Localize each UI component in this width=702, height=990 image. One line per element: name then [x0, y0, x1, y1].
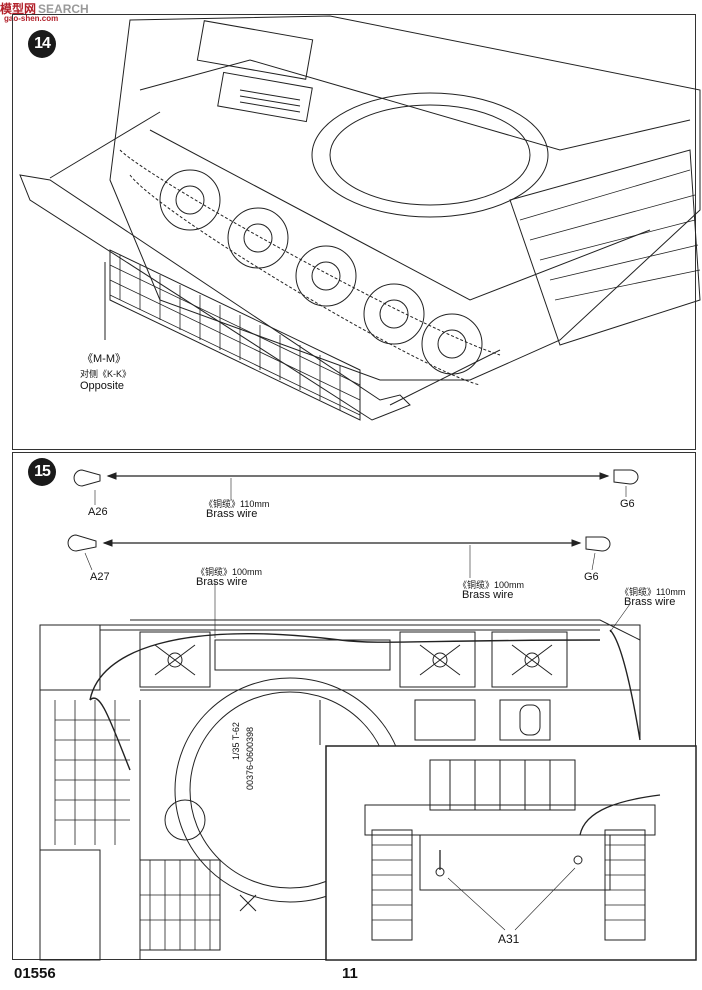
wire2-label-cn: 《铜缆》100mm	[196, 567, 263, 577]
brass-wire-100mm	[67, 534, 611, 571]
left-fender-part	[19, 174, 411, 421]
inset-rear-view	[364, 759, 661, 941]
hull-stencil-1: 1/35 T-62	[231, 722, 241, 760]
watermark-brand-en: SEARCH	[38, 2, 89, 16]
step15-badge: 15	[28, 458, 56, 486]
kit-number: 01556	[14, 965, 56, 982]
hull-top-view	[39, 545, 641, 961]
opposite-label-cn: 对侧《K-K》	[80, 369, 132, 379]
road-wheels	[159, 169, 483, 375]
part-label-m-m: 《M-M》	[82, 353, 126, 365]
inset-part-a31: A31	[498, 932, 520, 946]
leader-line-3	[389, 349, 501, 406]
leader-line-1	[49, 111, 161, 179]
mid-wire-label-cn: 《铜缆》100mm	[458, 580, 525, 590]
hull-outline	[109, 15, 701, 381]
wire2-label-en: Brass wire	[196, 576, 248, 588]
part-a27: A27	[90, 571, 110, 583]
inset-frame	[325, 745, 697, 961]
mid-wire-label-en: Brass wire	[462, 589, 514, 601]
part-g6-bottom: G6	[584, 571, 599, 583]
hull-stencil-2: 00376-0600398	[245, 726, 255, 790]
opposite-label-en: Opposite	[80, 380, 125, 392]
right-wire-label-en: Brass wire	[624, 596, 676, 608]
page-number: 11	[342, 965, 358, 982]
turret-ring	[311, 92, 549, 218]
step14-badge: 14	[28, 30, 56, 58]
part-g6-top: G6	[620, 498, 635, 510]
watermark-brand-cn: 模型网	[0, 2, 37, 16]
watermark-site: gao-shen.com	[4, 14, 59, 23]
right-wire-label-cn: 《铜缆》110mm	[620, 587, 686, 597]
part-a26: A26	[88, 506, 108, 518]
wire1-label-en: Brass wire	[206, 508, 258, 520]
wire1-label-cn: 《铜缆》110mm	[204, 499, 270, 509]
brass-wire-110mm	[73, 469, 639, 505]
